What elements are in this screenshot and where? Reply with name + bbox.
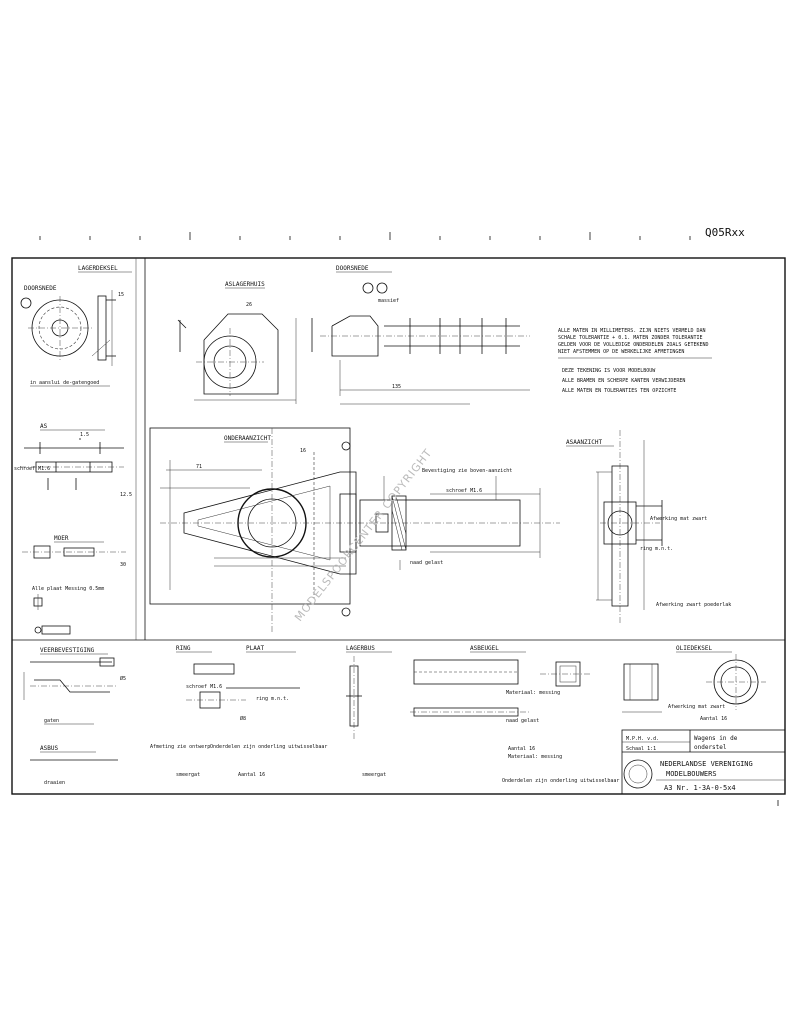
lagerbus-smeer: smeergat xyxy=(362,772,386,778)
ring-onderdelen: Onderdelen zijn onderling uitwisselbaar xyxy=(210,744,327,750)
title-org-line-2: MODELBOUWERS xyxy=(666,770,717,778)
oliedeksel-afwerking: Afwerking mat zwart xyxy=(668,704,725,710)
title-block: M.P.H. v.d. Schaal 1:1 Wagens in de onde… xyxy=(621,729,786,795)
veerbevestiging-title: VEERBEVESTIGING xyxy=(40,647,95,654)
onderaanzicht-view: ONDERAANZICHT 71 16 Bevestiging zie bove… xyxy=(149,427,560,632)
onderaanzicht-naad: naad gelast xyxy=(410,560,443,566)
corner-code: Q05Rxx xyxy=(705,226,745,239)
ring-note: ring m.n.t. xyxy=(256,696,289,702)
title-drawing-no: A3 Nr. 1-3A-0-5x4 xyxy=(664,784,736,792)
svg-text:Ø8: Ø8 xyxy=(240,715,246,722)
asbeugel-title: ASBEUGEL xyxy=(470,645,499,652)
doorsnede-top-view: DOORSNEDE massief 135 xyxy=(320,265,530,405)
aslagerhuis-view: ASLAGERHUIS 26 xyxy=(177,281,313,404)
doorsnede-top-title: DOORSNEDE xyxy=(336,265,369,272)
general-notes: ALLE MATEN IN MILLIMETERS. ZIJN NIETS VE… xyxy=(558,328,712,394)
asaanzicht-view: ASAANZICHT Afwerking mat zwart ring m.n.… xyxy=(566,430,731,624)
as-title: AS xyxy=(40,423,48,430)
plaat-note: Alle plaat Messing 0.5mm xyxy=(32,586,104,592)
ring-smeer: smeergat xyxy=(176,772,200,778)
asaanzicht-ring: ring m.n.t. xyxy=(640,546,673,552)
plaat-title: PLAAT xyxy=(246,645,264,652)
note-2: GELDEN VOOR DE VOLLEDIGE ONDERDELEN ZOAL… xyxy=(558,342,709,348)
asbeugel-onderdelen: Onderdelen zijn onderling uitwisselbaar xyxy=(502,778,619,784)
svg-text:26: 26 xyxy=(246,302,252,308)
lagerbus-title: LAGERBUS xyxy=(346,645,375,652)
top-tick-marks xyxy=(39,232,691,240)
asbus-view: ASBUS draaien xyxy=(30,745,118,786)
moer-view: MOER 30 Alle plaat Messing 0.5mm xyxy=(22,535,126,635)
moer-title: MOER xyxy=(54,535,69,542)
svg-text:Ø5: Ø5 xyxy=(120,675,126,682)
aslagerhuis-title: ASLAGERHUIS xyxy=(225,281,265,288)
title-subject-2: onderstel xyxy=(694,744,727,751)
title-subject: Wagens in de xyxy=(694,735,738,742)
lagerdeksel-title: LAGERDEKSEL xyxy=(78,265,118,272)
note-6: ALLE MATEN EN TOLERANTIES TEN OPZICHTE xyxy=(562,388,676,394)
onderaanzicht-schroef: schroef M1.6 xyxy=(446,488,482,494)
svg-text:71: 71 xyxy=(196,464,202,470)
as-schroef: schroef M1.6 xyxy=(14,466,50,472)
asbeugel-materiaal: Materiaal: messing xyxy=(506,690,560,696)
note-5: ALLE BRAMEN EN SCHERPE KANTEN VERWIJDERE… xyxy=(562,378,685,384)
oliedeksel-view: OLIEDEKSEL Afwerking mat zwart Aantal 16 xyxy=(622,645,766,722)
asaanzicht-afwerking: Afwerking mat zwart xyxy=(650,516,707,522)
note-4: DEZE TEKENING IS VOOR MODELBOUW xyxy=(562,368,656,374)
svg-text:16: 16 xyxy=(300,448,306,454)
title-author: M.P.H. v.d. xyxy=(626,736,659,742)
svg-text:1.5: 1.5 xyxy=(80,432,89,438)
asaanzicht-title: ASAANZICHT xyxy=(566,439,603,446)
asbeugel-view: ASBEUGEL Materiaal: messing naad gelast … xyxy=(410,645,619,784)
ring-afmeting: Afmeting zie ontwerp xyxy=(150,744,210,750)
ring-schroef: schroef M1.6 xyxy=(186,684,222,690)
doorsnede-title: DOORSNEDE xyxy=(24,285,57,292)
onderaanzicht-bevestiging: Bevestiging zie boven-aanzicht xyxy=(422,468,512,474)
lagerdeksel-note: in aanslui de-gatengoed xyxy=(30,380,99,386)
doorsnede-massief: massief xyxy=(378,298,399,304)
veerbevestiging-gaten: gaten xyxy=(44,718,59,724)
ring-title: RING xyxy=(176,645,191,652)
ring-view: RING PLAAT ring m.n.t. schroef M1.6 Ø8 A… xyxy=(150,645,327,778)
svg-text:135: 135 xyxy=(392,384,401,390)
oliedeksel-title: OLIEDEKSEL xyxy=(676,645,713,652)
title-scale: Schaal 1:1 xyxy=(626,746,656,752)
svg-text:15: 15 xyxy=(118,292,124,298)
onderaanzicht-title: ONDERAANZICHT xyxy=(224,435,271,442)
note-0: ALLE MATEN IN MILLIMETERS. ZIJN NIETS VE… xyxy=(558,328,706,334)
svg-text:12.5: 12.5 xyxy=(120,492,132,498)
ring-aantal: Aantal 16 xyxy=(238,772,265,778)
svg-text:30: 30 xyxy=(120,562,126,568)
lagerbus-view: LAGERBUS smeergat xyxy=(346,645,392,778)
asbeugel-aantal: Aantal 16 xyxy=(508,746,535,752)
outer-frame xyxy=(11,257,786,795)
asbus-draaien: draaien xyxy=(44,780,65,786)
asbeugel-naad: naad gelast xyxy=(506,718,539,724)
note-3: NIET AFSTEMMEN OP DE WERKELIJKE AFMETING… xyxy=(558,349,684,355)
title-org-line-1: NEDERLANDSE VERENIGING xyxy=(660,760,753,768)
oliedeksel-aantal: Aantal 16 xyxy=(700,716,727,722)
copyright-watermark: MODELSPOORCENTER COPYRIGHT xyxy=(292,446,435,624)
lagerdeksel-view: LAGERDEKSEL DOORSNEDE 15 in aanslui de-g… xyxy=(20,265,132,387)
as-view: AS 1.5 schroef M1.6 12.5 xyxy=(14,423,132,498)
asbus-title: ASBUS xyxy=(40,745,58,752)
note-1: SCHALE TOLERANTIE + 0.1. MATEN ZONDER TO… xyxy=(558,335,703,341)
veerbevestiging-view: VEERBEVESTIGING Ø5 gaten xyxy=(23,647,126,725)
asaanzicht-veer: Afwerking zwart poederlak xyxy=(656,602,731,608)
asbeugel-materiaal-2: Materiaal: messing xyxy=(508,754,562,760)
